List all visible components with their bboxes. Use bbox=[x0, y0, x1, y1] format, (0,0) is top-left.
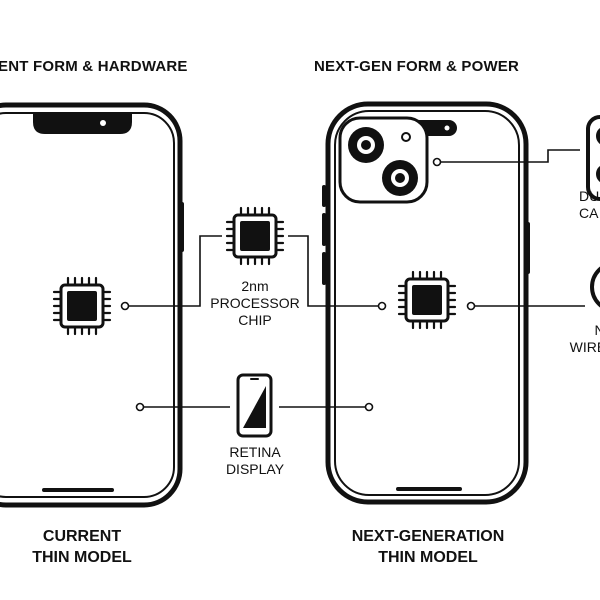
current-phone-outline bbox=[0, 102, 184, 508]
heading-next-gen-form: NEXT-GEN FORM & POWER bbox=[314, 58, 520, 75]
current-chip-icon bbox=[52, 276, 112, 336]
phone-icon bbox=[236, 373, 273, 438]
heading-current-form: ENT FORM & HARDWARE bbox=[0, 58, 188, 75]
dual-camera-label: DU CA bbox=[579, 188, 600, 221]
retina-display-label: RETINA DISPLAY bbox=[225, 444, 285, 477]
wireless-label: NE WIREL bbox=[569, 322, 600, 355]
current-model-label: CURRENT THIN MODEL bbox=[32, 528, 132, 566]
dual-camera-module bbox=[338, 116, 429, 204]
processor-chip-label: 2nm PROCESSOR CHIP bbox=[210, 278, 300, 328]
next-gen-phone-outline bbox=[322, 101, 530, 505]
connector-lines bbox=[125, 149, 585, 408]
camera-icon bbox=[586, 115, 600, 201]
connector-dots bbox=[120, 157, 476, 412]
wireless-icon bbox=[590, 266, 600, 308]
next-gen-model-label: NEXT-GENERATION THIN MODEL bbox=[351, 528, 505, 566]
next-gen-chip-icon bbox=[397, 270, 457, 330]
processor-chip-icon bbox=[225, 206, 285, 266]
